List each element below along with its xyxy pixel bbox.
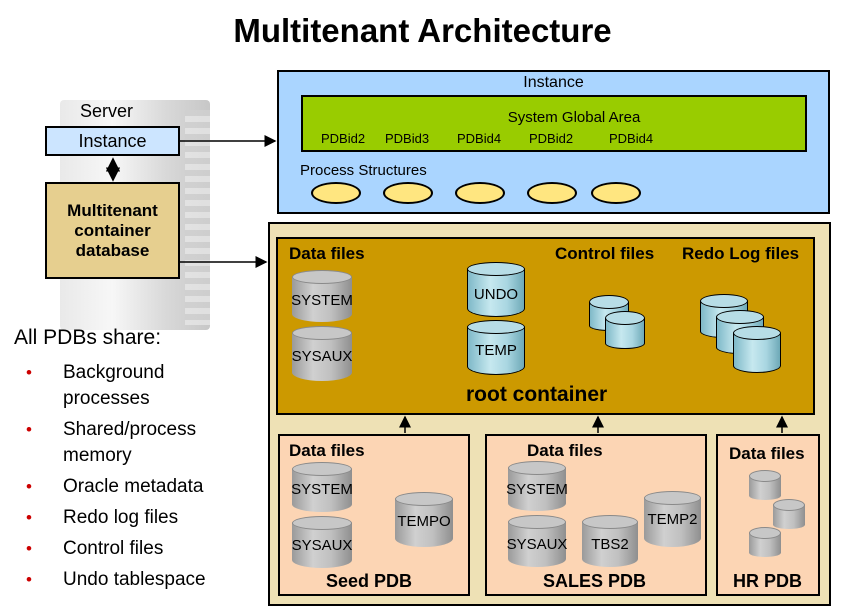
hr-pdb-label: HR PDB — [733, 571, 803, 591]
server-label: Server — [80, 101, 134, 121]
list-item: •Oracle metadata — [22, 474, 252, 500]
undo-datafile-icon: UNDO — [467, 262, 525, 317]
list-item: •Control files — [22, 536, 252, 562]
multitenant-cdb-box: Multitenant container database — [45, 182, 180, 279]
bullet-icon: • — [26, 570, 32, 589]
root-redo-files-label: Redo Log files — [682, 244, 800, 263]
sga-title: System Global Area — [507, 109, 641, 126]
sysaux-datafile-icon: SYSAUX — [292, 516, 352, 568]
hr-datafile-icon — [773, 499, 805, 529]
list-item: •Redo log files — [22, 505, 252, 531]
system-datafile-icon: SYSTEM — [291, 270, 353, 322]
temp2-datafile-icon: TEMP2 — [644, 491, 701, 547]
cdb-label-line: container — [74, 221, 151, 240]
instance-box: Instance System Global Area PDBid2 PDBid… — [277, 70, 830, 214]
root-data-files-label: Data files — [289, 244, 365, 263]
cdb-label-line: Multitenant — [67, 201, 158, 220]
shared-list: •Background processes •Shared/process me… — [22, 360, 252, 598]
pdbid-label: PDBid2 — [321, 131, 366, 146]
instance-title: Instance — [523, 74, 584, 91]
seed-data-files-label: Data files — [289, 441, 365, 460]
temp-datafile-icon: TEMP — [467, 320, 525, 375]
system-datafile-icon: SYSTEM — [506, 461, 568, 511]
sales-data-files-label: Data files — [527, 441, 603, 460]
sga-box: System Global Area PDBid2 PDBid3 PDBid4 … — [301, 95, 807, 152]
root-container-label: root container — [466, 383, 608, 406]
sysaux-datafile-icon: SYSAUX — [292, 326, 352, 381]
sysaux-datafile-icon: SYSAUX — [507, 515, 567, 567]
hr-data-files-label: Data files — [729, 444, 805, 463]
pdbid-label: PDBid4 — [457, 131, 502, 146]
system-datafile-icon: SYSTEM — [291, 462, 353, 512]
process-ellipse — [383, 182, 433, 204]
list-item: •Background processes — [26, 362, 165, 409]
pdbid-label: PDBid4 — [609, 131, 654, 146]
seed-pdb-label: Seed PDB — [326, 571, 413, 591]
hr-datafile-icon — [749, 527, 781, 557]
page-title: Multitenant Architecture — [233, 12, 612, 49]
server-vents — [185, 110, 210, 325]
shared-heading: All PDBs share: — [14, 326, 162, 349]
process-ellipse — [455, 182, 505, 204]
process-ellipse — [591, 182, 641, 204]
control-file-icon — [605, 311, 645, 349]
process-structures-label: Process Structures — [300, 162, 427, 179]
bullet-icon: • — [26, 477, 32, 496]
bullet-icon: • — [26, 508, 32, 527]
redo-log-file-icon — [733, 326, 781, 373]
server-instance-box: Instance — [45, 126, 180, 156]
root-control-files-label: Control files — [555, 244, 655, 263]
bullet-icon: • — [26, 420, 32, 439]
sales-pdb-label: SALES PDB — [543, 571, 647, 591]
temp-datafile-icon: TEMPO — [395, 492, 453, 547]
list-item: •Shared/process memory — [26, 419, 197, 466]
bullet-icon: • — [26, 363, 32, 382]
tbs2-datafile-icon: TBS2 — [582, 515, 638, 567]
hr-datafile-icon — [749, 470, 781, 500]
process-ellipse — [311, 182, 361, 204]
cdb-label-line: database — [75, 241, 150, 260]
process-ellipse — [527, 182, 577, 204]
pdbid-label: PDBid2 — [529, 131, 574, 146]
list-item: •Undo tablespace — [22, 567, 252, 593]
bullet-icon: • — [26, 539, 32, 558]
pdbid-label: PDBid3 — [385, 131, 430, 146]
